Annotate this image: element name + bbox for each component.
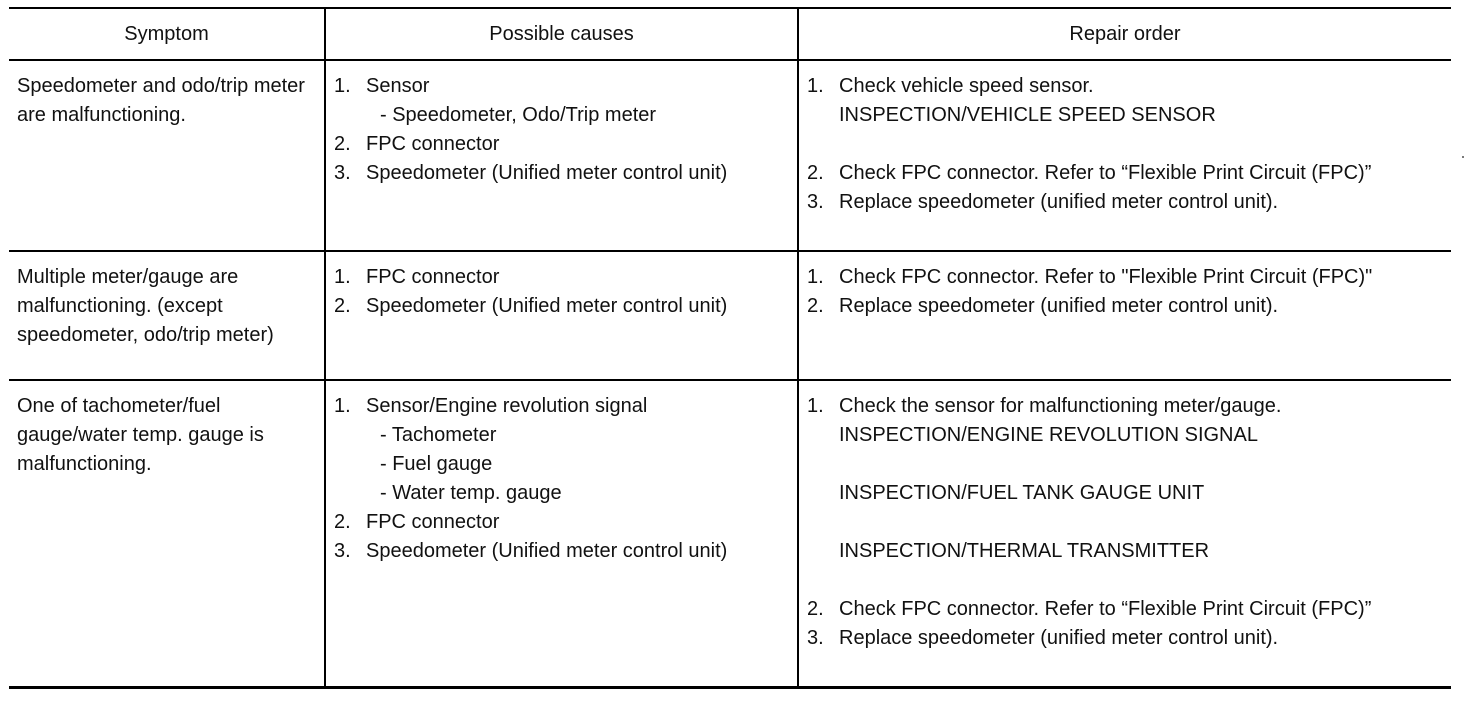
cause-item: 2. FPC connector [334, 508, 787, 537]
repairs-cell: 1. Check the sensor for malfunctioning m… [797, 380, 1451, 688]
inspection-reference: INSPECTION/FUEL TANK GAUGE UNIT [839, 482, 1205, 504]
table-row: One of tachometer/fuel gauge/water temp.… [9, 380, 1451, 688]
item-number: 3. [334, 162, 351, 184]
repair-text: Check vehicle speed sensor. [839, 75, 1094, 97]
repair-item: 3. Replace speedometer (unified meter co… [807, 624, 1441, 653]
cause-item: 1. FPC connector [334, 263, 787, 292]
cause-item: 2. Speedometer (Unified meter control un… [334, 292, 787, 321]
item-number: 2. [807, 162, 824, 184]
symptom-cell: Multiple meter/gauge are malfunctioning.… [9, 251, 325, 380]
symptom-text: Speedometer and odo/trip meter are malfu… [17, 75, 305, 126]
symptom-cell: Speedometer and odo/trip meter are malfu… [9, 60, 325, 251]
cause-text: FPC connector [366, 133, 500, 155]
repair-item: 1. Check FPC connector. Refer to "Flexib… [807, 263, 1441, 292]
repair-item: 1. Check the sensor for malfunctioning m… [807, 392, 1441, 566]
cause-subitem: - Fuel gauge [380, 453, 493, 475]
inspection-reference: INSPECTION/VEHICLE SPEED SENSOR [839, 104, 1216, 126]
diagnosis-table-container: Symptom Possible causes Repair order Spe… [9, 7, 1451, 689]
item-number: 1. [334, 266, 351, 288]
item-number: 2. [807, 598, 824, 620]
causes-list: 1. Sensor/Engine revolution signal - Tac… [334, 392, 787, 566]
repair-text: Check FPC connector. Refer to "Flexible … [839, 266, 1373, 288]
item-number: 1. [334, 75, 351, 97]
item-number: 3. [334, 540, 351, 562]
cause-subitem: - Speedometer, Odo/Trip meter [380, 104, 657, 126]
inspection-reference: INSPECTION/THERMAL TRANSMITTER [839, 540, 1210, 562]
item-number: 2. [334, 511, 351, 533]
repairs-cell: 1. Check vehicle speed sensor. INSPECTIO… [797, 60, 1451, 251]
cause-item: 1. Sensor/Engine revolution signal - Tac… [334, 392, 787, 508]
symptom-cell: One of tachometer/fuel gauge/water temp.… [9, 380, 325, 688]
cause-item: 3. Speedometer (Unified meter control un… [334, 537, 787, 566]
repair-list: 1. Check the sensor for malfunctioning m… [807, 392, 1441, 653]
symptom-text: Multiple meter/gauge are malfunctioning.… [17, 266, 274, 346]
cause-text: Sensor [366, 75, 430, 97]
symptom-text: One of tachometer/fuel gauge/water temp.… [17, 395, 264, 475]
cause-text: FPC connector [366, 511, 500, 533]
repair-list: 1. Check FPC connector. Refer to "Flexib… [807, 263, 1441, 321]
item-number: 1. [807, 395, 824, 417]
repair-text: Check FPC connector. Refer to “Flexible … [839, 598, 1372, 620]
header-symptom: Symptom [9, 7, 325, 61]
repair-text: Replace speedometer (unified meter contr… [839, 627, 1279, 649]
table-row: Speedometer and odo/trip meter are malfu… [9, 60, 1451, 251]
cause-text: Sensor/Engine revolution signal [366, 395, 648, 417]
repair-item: 2. Check FPC connector. Refer to “Flexib… [807, 595, 1441, 624]
cause-text: FPC connector [366, 266, 500, 288]
cause-item: 2. FPC connector [334, 130, 787, 159]
scan-speck [1462, 156, 1464, 158]
diagnosis-table: Symptom Possible causes Repair order Spe… [9, 7, 1451, 689]
item-number: 1. [807, 266, 824, 288]
table-row: Multiple meter/gauge are malfunctioning.… [9, 251, 1451, 380]
header-possible-causes: Possible causes [324, 7, 798, 61]
cause-subitem: - Water temp. gauge [380, 482, 562, 504]
item-number: 3. [807, 191, 824, 213]
item-number: 2. [807, 295, 824, 317]
repairs-cell: 1. Check FPC connector. Refer to "Flexib… [797, 251, 1451, 380]
causes-cell: 1. Sensor/Engine revolution signal - Tac… [324, 380, 798, 688]
repair-item: 2. Replace speedometer (unified meter co… [807, 292, 1441, 321]
repair-text: Replace speedometer (unified meter contr… [839, 191, 1279, 213]
repair-item: 1. Check vehicle speed sensor. INSPECTIO… [807, 72, 1441, 130]
causes-cell: 1. Sensor - Speedometer, Odo/Trip meter … [324, 60, 798, 251]
header-row: Symptom Possible causes Repair order [9, 7, 1451, 61]
repair-text: Replace speedometer (unified meter contr… [839, 295, 1279, 317]
repair-list: 1. Check vehicle speed sensor. INSPECTIO… [807, 72, 1441, 217]
repair-text: Check FPC connector. Refer to “Flexible … [839, 162, 1372, 184]
item-number: 3. [807, 627, 824, 649]
inspection-reference: INSPECTION/ENGINE REVOLUTION SIGNAL [839, 424, 1258, 446]
item-number: 1. [334, 395, 351, 417]
item-number: 1. [807, 75, 824, 97]
causes-list: 1. Sensor - Speedometer, Odo/Trip meter … [334, 72, 787, 188]
item-number: 2. [334, 295, 351, 317]
cause-text: Speedometer (Unified meter control unit) [366, 295, 728, 317]
cause-item: 3. Speedometer (Unified meter control un… [334, 159, 787, 188]
causes-list: 1. FPC connector 2. Speedometer (Unified… [334, 263, 787, 321]
cause-subitem: - Tachometer [380, 424, 497, 446]
cause-text: Speedometer (Unified meter control unit) [366, 540, 728, 562]
repair-item: 2. Check FPC connector. Refer to “Flexib… [807, 159, 1441, 188]
repair-text: Check the sensor for malfunctioning mete… [839, 395, 1282, 417]
cause-item: 1. Sensor - Speedometer, Odo/Trip meter [334, 72, 787, 130]
item-number: 2. [334, 133, 351, 155]
repair-item: 3. Replace speedometer (unified meter co… [807, 188, 1441, 217]
causes-cell: 1. FPC connector 2. Speedometer (Unified… [324, 251, 798, 380]
cause-text: Speedometer (Unified meter control unit) [366, 162, 728, 184]
header-repair-order: Repair order [797, 7, 1451, 61]
